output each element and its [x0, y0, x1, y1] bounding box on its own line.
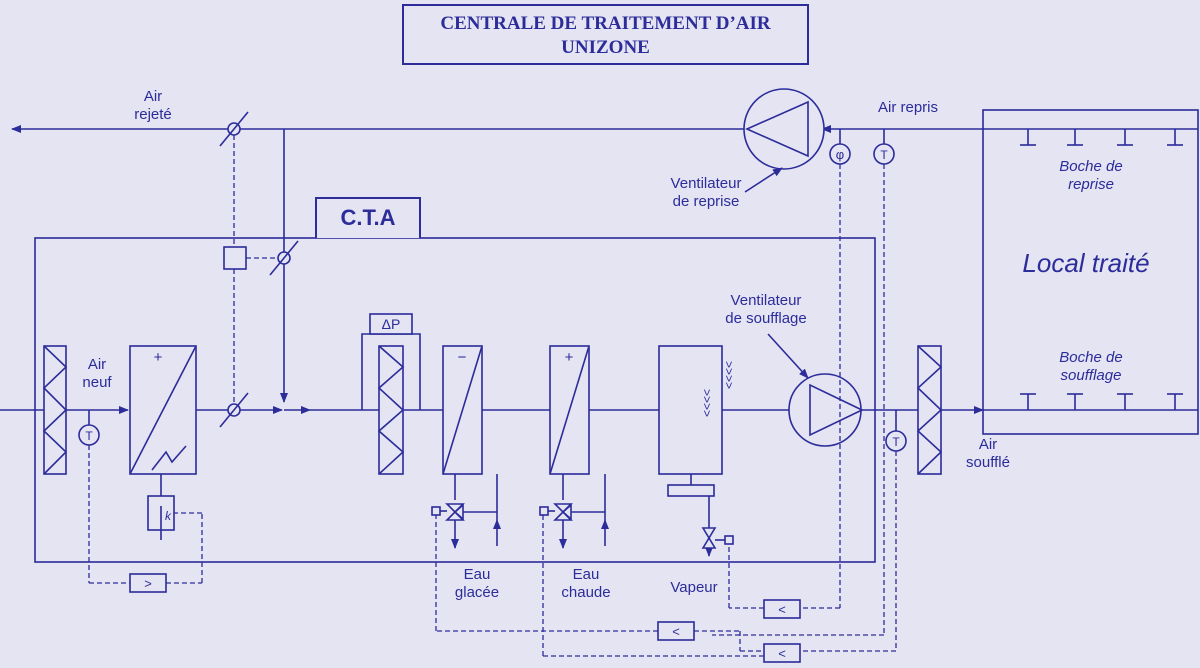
- svg-text:>>>>: >>>>: [722, 361, 736, 389]
- return-fan-pointer: [744, 167, 783, 193]
- cooling-valve: [431, 474, 501, 549]
- return-temp-sensor: T: [873, 143, 895, 165]
- svg-text:>>>>: >>>>: [700, 389, 714, 417]
- supply-fan: [788, 373, 864, 447]
- cta-label: C.T.A: [315, 197, 421, 238]
- svg-text:>: >: [144, 576, 152, 591]
- inlet-filter: [42, 345, 68, 475]
- supply-temp-controller: [763, 643, 801, 663]
- title-line-2: UNIZONE: [561, 37, 650, 58]
- delta-p-gauge: [369, 313, 413, 335]
- exhaust-damper: [219, 111, 249, 147]
- svg-text:T: T: [85, 429, 93, 443]
- svg-text:−: −: [458, 349, 467, 366]
- bouche-soufflage-grilles: [1020, 393, 1183, 410]
- svg-text:φ: φ: [836, 147, 844, 162]
- steam-humidifier: >>>> >>>>: [658, 345, 736, 497]
- heating-coil: +: [549, 345, 590, 475]
- cooling-coil: −: [442, 345, 483, 475]
- supply-temp-sensor: T: [885, 430, 907, 452]
- heating-valve: [539, 474, 609, 549]
- svg-text:+: +: [565, 349, 574, 366]
- title-line-1: CENTRALE DE TRAITEMENT D’AIR: [440, 13, 771, 34]
- recirc-damper: [269, 240, 299, 276]
- local-traite-room: [982, 109, 1199, 435]
- steam-valve: [701, 527, 734, 549]
- frost-k: k: [165, 509, 172, 523]
- preheat-plus: +: [154, 349, 163, 366]
- cta-casing: [34, 237, 876, 563]
- filter-2: [377, 345, 405, 475]
- return-fan: [743, 88, 825, 170]
- vapeur-label: Vapeur: [670, 579, 718, 596]
- supply-fan-pointer: [767, 333, 809, 379]
- svg-text:ΔP: ΔP: [382, 316, 401, 332]
- fresh-air-damper: [219, 392, 249, 428]
- svg-text:<: <: [778, 602, 786, 617]
- return-humidity-sensor: φ: [829, 143, 851, 165]
- local-traite-label: Local traité: [1022, 248, 1150, 278]
- diagram-title: CENTRALE DE TRAITEMENT D’AIR UNIZONE: [402, 4, 809, 65]
- outlet-filter: [916, 345, 943, 475]
- humidity-controller: [763, 599, 801, 619]
- svg-text:<: <: [672, 624, 680, 639]
- air-repris-label: Air repris: [878, 99, 939, 116]
- bouche-reprise-grilles: [1020, 129, 1183, 146]
- fresh-air-temp-sensor: T: [78, 424, 100, 446]
- damper-actuator: [223, 246, 247, 270]
- preheat-coil: +: [129, 345, 197, 475]
- svg-text:<: <: [778, 646, 786, 661]
- svg-text:T: T: [892, 435, 900, 449]
- svg-text:T: T: [880, 148, 888, 162]
